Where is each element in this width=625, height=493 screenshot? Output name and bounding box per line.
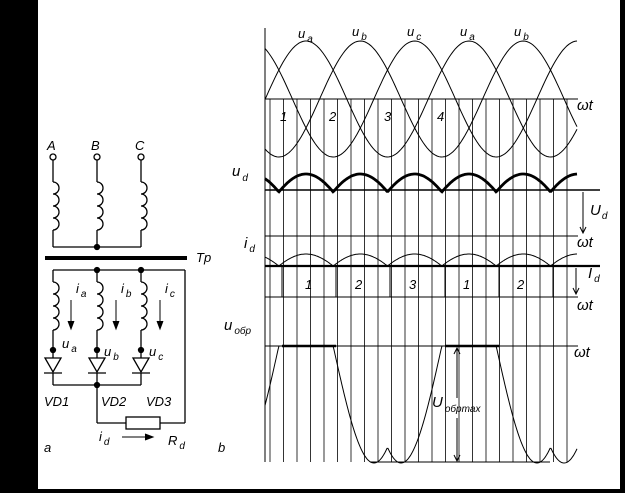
terminal-label-a: A xyxy=(46,138,56,153)
interval-number-2: 2 xyxy=(328,109,337,124)
load-current-id xyxy=(264,253,577,267)
panel-b-label: b xyxy=(218,440,225,455)
conduction-number-2: 2 xyxy=(354,277,363,292)
secondary-coil-a xyxy=(52,281,60,331)
diode-vd3 xyxy=(131,357,151,374)
conduction-number-4: 1 xyxy=(463,277,470,292)
diode-label-vd1: VD1 xyxy=(44,394,69,409)
interval-number-1: 1 xyxy=(280,109,287,124)
bottom-border-bar xyxy=(0,489,625,493)
diode-vd1 xyxy=(43,357,63,374)
omega-t-label-4: ωt xyxy=(574,344,591,361)
ud-average-label: Ud xyxy=(590,202,608,222)
left-border-bar xyxy=(0,0,38,493)
phase-c-sine xyxy=(264,40,578,158)
diode-label-vd2: VD2 xyxy=(101,394,127,409)
terminal-a xyxy=(49,153,57,161)
right-border-bar xyxy=(620,0,625,493)
rectified-voltage-ud xyxy=(264,172,578,194)
id-average-arrow-head xyxy=(572,287,580,296)
circuit-diagram xyxy=(43,153,187,441)
diode-vd2 xyxy=(87,357,107,374)
terminal-label-c: C xyxy=(135,138,145,153)
terminal-c xyxy=(137,153,145,161)
conduction-number-5: 2 xyxy=(516,277,525,292)
phase-a-sine xyxy=(264,40,578,158)
phase-b-sine xyxy=(264,40,578,158)
interval-number-4: 4 xyxy=(437,109,444,124)
reverse-voltage-uobr xyxy=(264,345,578,464)
conduction-number-1: 1 xyxy=(305,277,312,292)
uobr-max-arrow-up-head xyxy=(453,346,461,355)
diode-label-vd3: VD3 xyxy=(146,394,172,409)
terminal-label-b: B xyxy=(91,138,100,153)
ud-average-arrow-head xyxy=(579,226,587,235)
interval-number-3: 3 xyxy=(384,109,392,124)
primary-coil-c xyxy=(140,181,148,231)
omega-t-label-2: ωt xyxy=(577,234,594,251)
transformer-label: Tp xyxy=(196,250,211,265)
primary-coil-b xyxy=(96,181,104,231)
secondary-coil-c xyxy=(140,281,148,331)
conduction-number-3: 3 xyxy=(409,277,417,292)
load-resistor xyxy=(125,416,161,430)
panel-a-label: a xyxy=(44,440,51,455)
primary-coil-a xyxy=(52,181,60,231)
terminal-b xyxy=(93,153,101,161)
secondary-coil-b xyxy=(96,281,104,331)
uobr-max-arrow-down-head xyxy=(453,454,461,463)
omega-t-label-1: ωt xyxy=(577,97,594,114)
waveform-plots xyxy=(264,28,600,464)
omega-t-label-3: ωt xyxy=(577,297,594,314)
